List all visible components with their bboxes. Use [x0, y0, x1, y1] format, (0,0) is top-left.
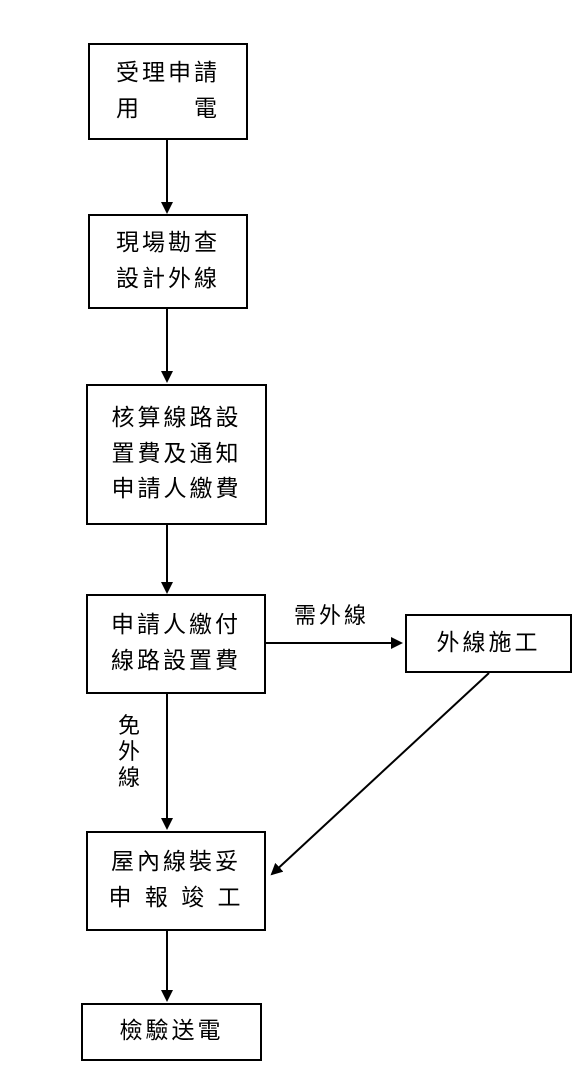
node-calc-line-3: 申請人繳費	[111, 476, 242, 503]
node-indoor-line-2: 申 報 竣 工	[108, 885, 244, 911]
node-external-line-1: 外線施工	[436, 629, 541, 656]
node-power-line-1: 檢驗送電	[119, 1018, 224, 1045]
node-applicant-pays: 申請人繳付 線路設置費	[86, 594, 266, 694]
node-pay-line-2: 線路設置費	[111, 648, 241, 674]
node-external-construction: 外線施工	[405, 614, 572, 673]
label-no-external-char-1: 免	[118, 714, 141, 739]
node-indoor-line-1: 屋內線裝妥	[111, 849, 241, 876]
arrow-external-to-indoor	[270, 672, 490, 876]
node-survey-line-1: 現場勘查	[116, 229, 220, 256]
node-apply-electricity: 受理申請 用 電	[88, 43, 248, 140]
node-site-survey: 現場勘查 設計外線	[88, 214, 248, 309]
node-apply-line-2: 用 電	[116, 95, 220, 122]
node-calc-line-2: 置費及通知	[111, 440, 242, 467]
label-no-external: 免 外 線	[118, 714, 140, 792]
node-survey-line-2: 設計外線	[116, 265, 220, 292]
node-calculate-fee: 核算線路設 置費及通知 申請人繳費	[86, 384, 267, 525]
node-indoor-wiring-complete: 屋內線裝妥 申 報 竣 工	[86, 831, 266, 931]
label-need-external: 需外線	[294, 604, 370, 629]
label-no-external-char-3: 線	[118, 765, 141, 791]
node-apply-line-1: 受理申請	[116, 59, 220, 86]
node-inspect-power-on: 檢驗送電	[81, 1003, 262, 1061]
node-calc-line-1: 核算線路設	[111, 405, 242, 432]
label-no-external-char-2: 外	[118, 739, 141, 765]
node-pay-line-1: 申請人繳付	[111, 612, 241, 639]
